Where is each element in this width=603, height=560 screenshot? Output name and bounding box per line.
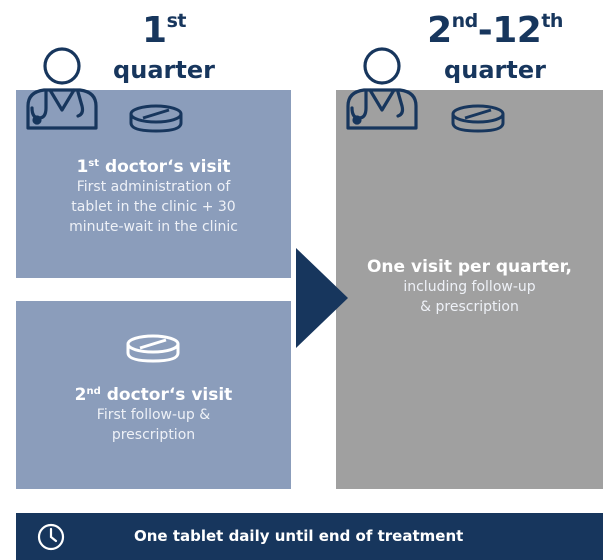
arrow-right-icon <box>296 248 348 348</box>
title-text: doctor‘s visit <box>99 157 231 177</box>
heading-superscript-end: th <box>541 10 563 32</box>
later-quarters-heading: 2nd-12th quarter <box>390 10 600 84</box>
doctor-icon <box>26 47 98 130</box>
later-quarters-text: One visit per quarter, including follow-… <box>336 257 603 317</box>
tablet-icon <box>126 334 180 363</box>
title-superscript: nd <box>86 386 101 397</box>
description-line: First administration of <box>76 179 231 195</box>
description-line: tablet in the clinic + 30 <box>71 199 236 215</box>
second-visit-title: 2nd doctor‘s visit <box>16 385 291 405</box>
daily-tablet-bar: One tablet daily until end of treatment <box>16 513 603 560</box>
heading-superscript: st <box>166 10 187 32</box>
heading-quarter-label: quarter <box>444 56 546 84</box>
title-text: doctor‘s visit <box>100 385 233 405</box>
title-number: 2 <box>74 385 87 405</box>
heading-quarter-label: quarter <box>113 56 215 84</box>
heading-number-end: -12 <box>477 10 542 51</box>
description-line: & prescription <box>420 299 519 315</box>
daily-tablet-text: One tablet daily until end of treatment <box>134 527 464 545</box>
title-number: 1 <box>76 157 89 177</box>
first-visit-text: 1st doctor‘s visit First administration … <box>16 157 291 237</box>
second-visit-box <box>16 301 291 489</box>
heading-number-start: 2 <box>427 10 452 51</box>
description-line: prescription <box>111 427 196 443</box>
heading-number: 1 <box>142 10 167 51</box>
description-line: including follow-up <box>403 279 536 295</box>
description-line: First follow-up & <box>96 407 211 423</box>
title-superscript: st <box>88 158 100 169</box>
tablet-icon <box>129 104 183 133</box>
clock-icon <box>37 523 65 551</box>
first-visit-title: 1st doctor‘s visit <box>16 157 291 177</box>
description-line: minute-wait in the clinic <box>69 219 238 235</box>
second-visit-text: 2nd doctor‘s visit First follow-up & pre… <box>16 385 291 445</box>
tablet-icon <box>451 104 505 133</box>
heading-superscript-start: nd <box>451 10 479 32</box>
doctor-icon <box>346 47 418 130</box>
first-quarter-heading: 1st quarter <box>64 10 264 84</box>
later-quarters-title: One visit per quarter, <box>366 257 573 277</box>
later-quarters-box <box>336 90 603 489</box>
